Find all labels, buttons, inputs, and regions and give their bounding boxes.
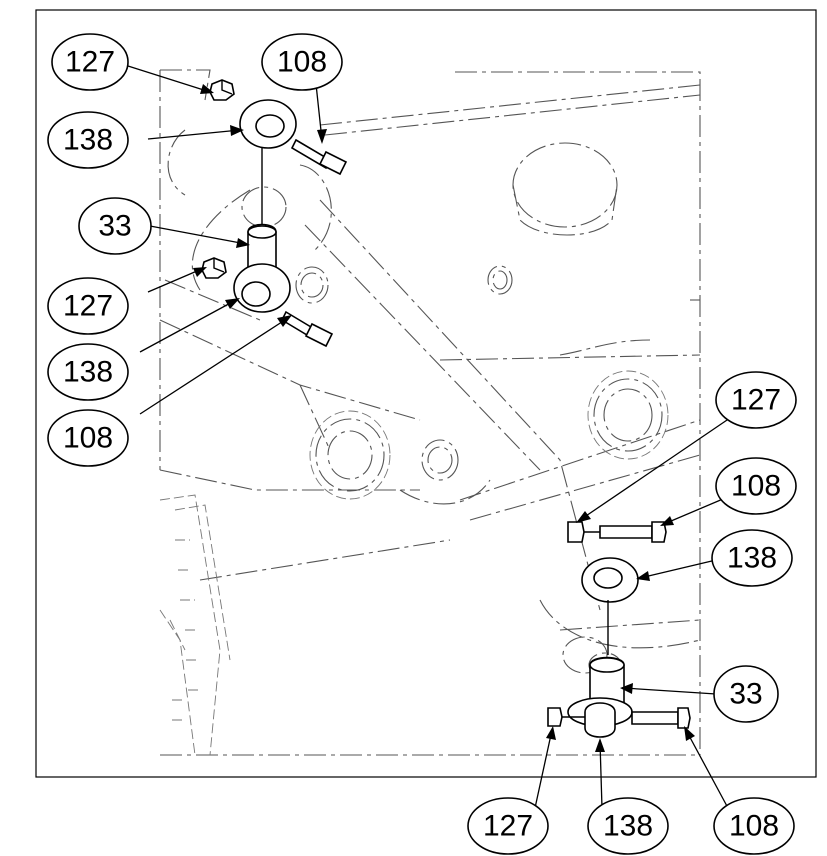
phantom-frame-structure [159, 69, 701, 756]
callout-balloon-138-b: 138 [47, 343, 129, 401]
upper-pin-assembly [201, 79, 348, 348]
bolt-108-upper [290, 138, 332, 170]
callout-label: 127 [63, 290, 113, 323]
callout-balloon-127-d: 127 [467, 797, 549, 855]
leader-127-mid [147, 267, 205, 293]
callout-label: 138 [603, 810, 653, 843]
callout-balloon-127-a: 127 [51, 33, 129, 91]
callout-balloon-108-c: 108 [715, 457, 797, 515]
callout-balloon-138-a: 138 [47, 111, 129, 169]
callout-label: 108 [731, 470, 781, 503]
callout-label: 138 [63, 356, 113, 389]
leader-138-mid [139, 299, 237, 353]
drawing-border [35, 9, 817, 778]
callout-label: 127 [483, 810, 533, 843]
callout-label: 127 [65, 46, 115, 79]
callout-label: 33 [98, 210, 131, 243]
callout-label: 108 [729, 810, 779, 843]
bolt-108-right [599, 525, 653, 539]
callout-balloon-127-c: 127 [715, 371, 797, 429]
callout-label: 33 [729, 678, 762, 711]
callout-label: 108 [63, 422, 113, 455]
callout-balloon-108-d: 108 [713, 797, 795, 855]
leader-108-mid [139, 317, 289, 415]
callout-balloon-33-a: 33 [78, 197, 152, 255]
leader-127-upper [127, 65, 211, 93]
leader-108-lower [685, 729, 729, 809]
leader-138-upper [147, 129, 241, 140]
leader-138-lower [599, 741, 603, 809]
lower-pin-assembly [547, 521, 691, 738]
leader-127-lower [534, 729, 553, 809]
leader-lines [127, 65, 731, 809]
leader-33-lower [623, 687, 717, 695]
callout-balloon-138-d: 138 [587, 797, 669, 855]
nut-127-lower [547, 707, 563, 727]
callout-label: 127 [731, 384, 781, 417]
nut-127-right [567, 521, 585, 543]
callout-balloon-108-a: 108 [261, 33, 343, 91]
callout-balloon-127-b: 127 [47, 277, 129, 335]
leader-108-right [663, 495, 731, 525]
leader-138-right [639, 559, 717, 579]
callout-label: 138 [63, 124, 113, 157]
callout-label: 138 [727, 542, 777, 575]
callout-balloon-108-b: 108 [47, 409, 129, 467]
callout-balloon-33-b: 33 [713, 665, 779, 723]
leader-33-upper [149, 225, 247, 245]
callout-balloon-138-c: 138 [711, 529, 793, 587]
bolt-108-lower [631, 711, 679, 725]
leader-127-right [579, 417, 731, 521]
callout-label: 108 [277, 46, 327, 79]
